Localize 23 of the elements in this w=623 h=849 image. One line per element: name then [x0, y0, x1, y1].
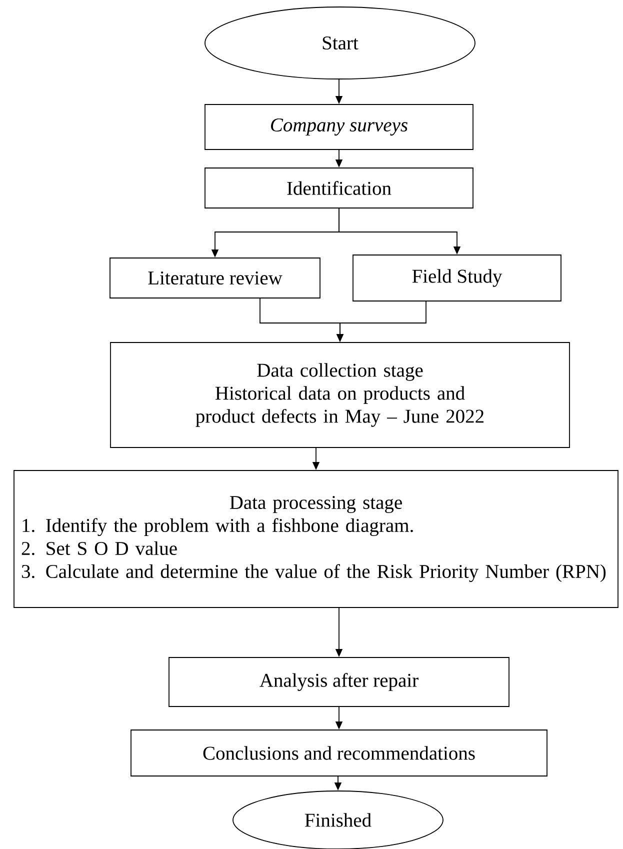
- node-label: Field Study: [412, 269, 502, 287]
- stage-heading: Data processing stage: [230, 496, 402, 514]
- list-item: 1. Identify the problem with a fishbone diagram.: [22, 518, 413, 536]
- process-box: [168, 657, 510, 707]
- process-box: [204, 104, 474, 150]
- process-box: [110, 258, 320, 298]
- node-label: Conclusions and recommendations: [203, 746, 475, 760]
- start-ellipse: [204, 6, 476, 80]
- list-item: 3. Calculate and determine the value of the Risk Priority Number (RPN): [22, 564, 606, 582]
- list-item: 2. Set S O D value: [22, 541, 177, 556]
- process-box: [352, 254, 562, 302]
- process-box: [204, 168, 474, 208]
- process-box: [14, 470, 618, 608]
- node-label: Literature review: [148, 271, 282, 285]
- node-text: Historical data on products and product defects in May – June 2022: [196, 386, 484, 427]
- node-label: Finished: [304, 813, 372, 827]
- node-label: Analysis after repair: [260, 673, 418, 691]
- process-box: [130, 730, 548, 776]
- node-label: Identification: [287, 181, 392, 195]
- node-label: Company surveys: [271, 118, 408, 136]
- node-label: Start: [322, 36, 358, 50]
- node-label: Data collection stage: [257, 363, 423, 381]
- process-box: [110, 342, 570, 448]
